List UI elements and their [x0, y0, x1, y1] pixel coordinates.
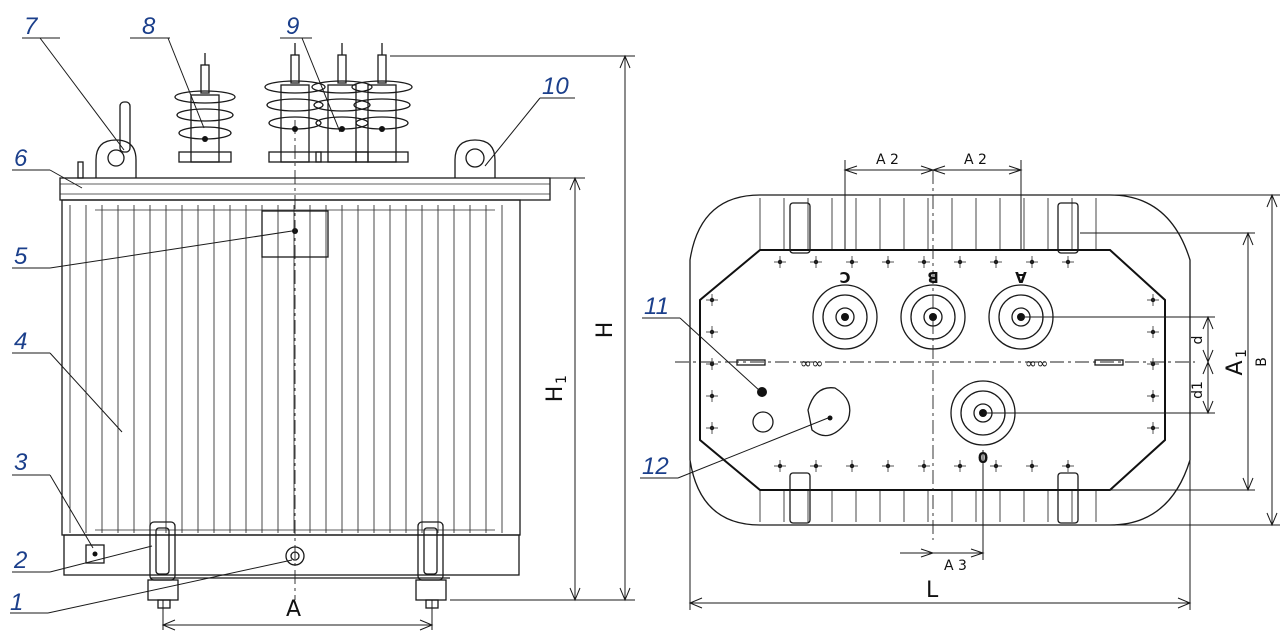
- dim-label-b: B: [1254, 357, 1270, 367]
- wheels-top: [789, 202, 1079, 524]
- dim-label-d: d: [1190, 336, 1206, 345]
- phase-label-c: C: [839, 268, 850, 286]
- dim-label-a2-right: A 2: [964, 152, 987, 168]
- svg-text:∞∞: ∞∞: [800, 356, 823, 372]
- bushings-front: [174, 43, 413, 163]
- phase-label-b: B: [927, 268, 938, 286]
- dim-label-a: A: [286, 597, 301, 622]
- cover-bolts: [706, 256, 1159, 472]
- svg-text:1: 1: [554, 375, 570, 384]
- callout-7: 7: [24, 13, 39, 40]
- callout-3: 3: [14, 449, 28, 476]
- svg-text:1: 1: [1234, 349, 1250, 358]
- top-view: ∞∞ ∞∞ C B A 0: [675, 160, 1280, 610]
- callout-2: 2: [13, 547, 27, 574]
- hv-bushing-b: [900, 284, 966, 350]
- callout-11: 11: [644, 293, 669, 320]
- front-view: [59, 43, 635, 631]
- svg-text:H: H: [543, 386, 568, 403]
- dim-label-a1: A 1: [1223, 349, 1250, 375]
- dim-label-a2-left: A 2: [876, 152, 899, 168]
- dim-label-a3: A 3: [944, 558, 967, 574]
- oil-filler: [807, 387, 851, 437]
- dim-label-h1: H 1: [543, 375, 570, 402]
- callout-6: 6: [14, 145, 28, 172]
- callout-10: 10: [542, 73, 569, 100]
- dim-label-d1: d1: [1190, 381, 1206, 399]
- callout-1: 1: [10, 589, 23, 616]
- phase-label-a: A: [1015, 268, 1027, 286]
- svg-text:∞∞: ∞∞: [1025, 356, 1048, 372]
- callout-12: 12: [642, 453, 669, 480]
- hv-bushing-c: [812, 284, 878, 350]
- callout-9: 9: [286, 13, 299, 40]
- tank-body: [61, 199, 521, 536]
- callout-4: 4: [14, 328, 27, 355]
- callout-5: 5: [14, 243, 28, 270]
- dim-label-l: L: [926, 578, 939, 603]
- callout-8: 8: [142, 13, 156, 40]
- radiator-fins: [69, 205, 503, 533]
- svg-text:A: A: [1223, 360, 1248, 375]
- radiator-fins-top-view: [759, 198, 1097, 522]
- grounding-terminal: [85, 544, 105, 564]
- tank-cover: [59, 177, 551, 201]
- callout-leaders: [10, 37, 829, 614]
- tank-base: [63, 534, 520, 576]
- lifting-lug-right: [454, 139, 496, 178]
- dim-label-h: H: [593, 322, 618, 339]
